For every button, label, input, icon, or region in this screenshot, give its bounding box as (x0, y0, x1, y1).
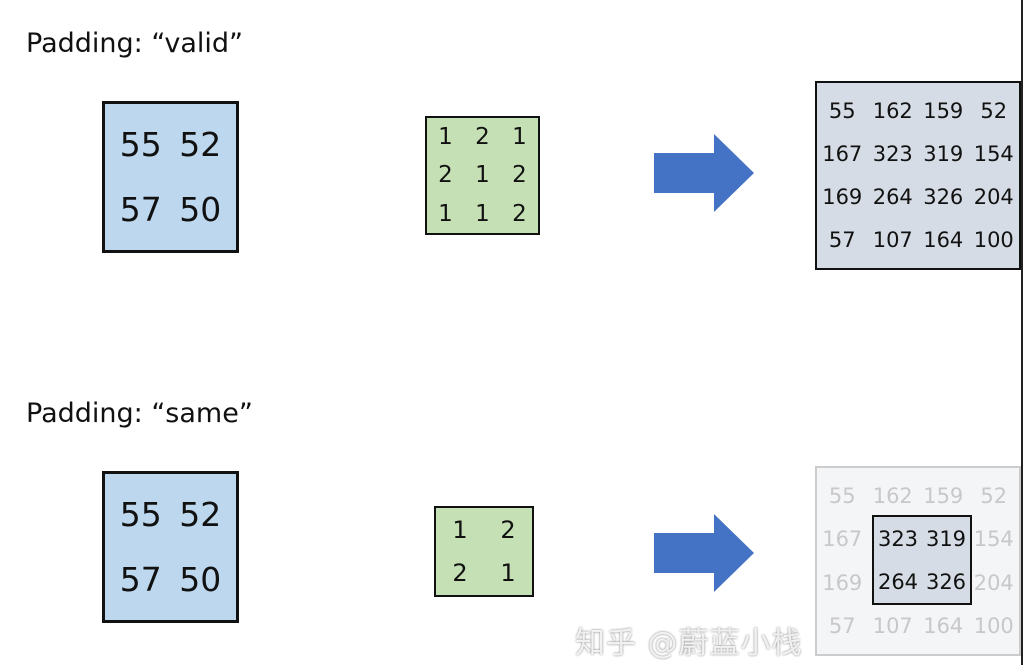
cell: 323 (877, 526, 919, 551)
arrow-right-icon (654, 514, 754, 592)
cell: 319 (923, 141, 964, 166)
cell: 2 (475, 124, 490, 151)
valid-title: Padding: “valid” (26, 28, 244, 59)
cell: 2 (438, 162, 453, 189)
cell: 52 (179, 495, 222, 534)
cell: 264 (877, 569, 919, 594)
cell: 2 (512, 162, 527, 189)
cell: 50 (179, 190, 222, 229)
cell: 162 (872, 98, 913, 123)
cell: 1 (438, 124, 453, 151)
cell: 204 (973, 185, 1014, 210)
cell: 164 (923, 614, 964, 639)
cell: 52 (980, 98, 1008, 123)
cell: 162 (872, 483, 913, 508)
valid-input-matrix: 55 52 57 50 (102, 101, 239, 253)
cell: 57 (828, 614, 856, 639)
cell: 100 (973, 614, 1014, 639)
cell: 167 (822, 141, 863, 166)
cell: 1 (500, 559, 516, 588)
cell: 159 (923, 98, 964, 123)
watermark: 知乎 @蔚蓝小栈 (575, 626, 803, 661)
same-title: Padding: “same” (26, 398, 253, 429)
cell: 55 (119, 125, 162, 164)
same-output-full-faded: 55 162 159 52 167 154 169 204 57 107 164 100 (815, 466, 1021, 656)
cell: 2 (512, 200, 527, 227)
cell: 55 (828, 483, 856, 508)
cell: 326 (925, 569, 967, 594)
cell: 167 (822, 527, 863, 552)
cell: 154 (973, 527, 1014, 552)
cell: 1 (452, 515, 468, 544)
cell: 264 (872, 185, 913, 210)
cell: 2 (452, 559, 468, 588)
cell: 57 (119, 190, 162, 229)
valid-output-matrix: 55 162 159 52 167 323 319 154 169 264 326 204 57 107 1… (815, 81, 1021, 270)
cell: 55 (828, 98, 856, 123)
cell: 1 (475, 200, 490, 227)
cell: 204 (973, 570, 1014, 595)
same-kernel-matrix: 1 2 2 1 (434, 506, 534, 597)
cell: 100 (973, 228, 1014, 253)
same-input-matrix: 55 52 57 50 (102, 471, 239, 623)
cell: 1 (475, 162, 490, 189)
cell: 164 (923, 228, 964, 253)
cell: 1 (438, 200, 453, 227)
cell: 50 (179, 560, 222, 599)
cell: 1 (512, 124, 527, 151)
cell: 57 (119, 560, 162, 599)
cell: 159 (923, 483, 964, 508)
cell: 319 (925, 526, 967, 551)
cell: 57 (828, 228, 856, 253)
cell: 107 (872, 614, 913, 639)
arrow-right-icon (654, 134, 754, 212)
cell: 55 (119, 495, 162, 534)
cell: 52 (980, 483, 1008, 508)
right-edge-line (1021, 0, 1023, 665)
cell: 169 (822, 185, 863, 210)
cell: 52 (179, 125, 222, 164)
cell: 323 (872, 141, 913, 166)
cell: 154 (973, 141, 1014, 166)
cell: 2 (500, 515, 516, 544)
cell: 169 (822, 570, 863, 595)
cell: 107 (872, 228, 913, 253)
cell: 326 (923, 185, 964, 210)
